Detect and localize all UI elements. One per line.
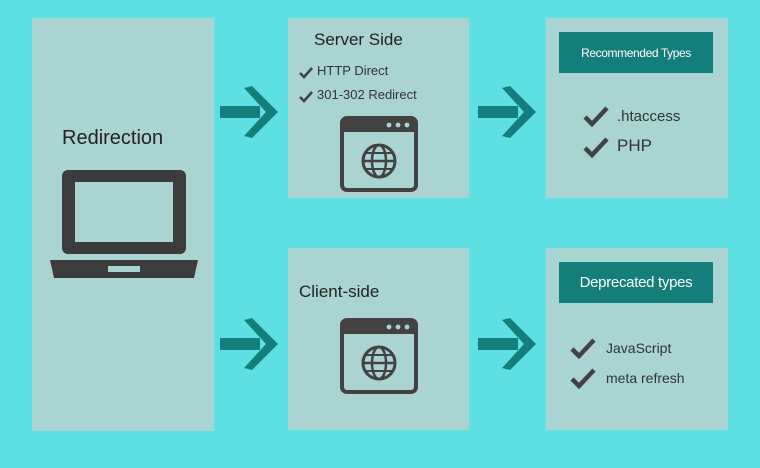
client-side-title: Client-side — [299, 282, 380, 301]
check-icon — [570, 338, 596, 360]
check-icon — [299, 67, 313, 79]
arrow-right-icon — [478, 318, 536, 370]
browser-globe-icon — [340, 116, 418, 192]
deprecated-item-javascript: JavaScript — [606, 340, 672, 356]
client-side-panel — [288, 248, 469, 430]
server-item-301-302-redirect: 301-302 Redirect — [317, 87, 417, 102]
deprecated-item-meta-refresh: meta refresh — [606, 370, 685, 386]
recommended-item-htaccess: .htaccess — [617, 108, 681, 125]
arrow-right-icon — [478, 86, 536, 138]
laptop-icon — [50, 170, 198, 278]
recommended-header-label: Recommended Types — [581, 45, 691, 60]
check-icon — [570, 368, 596, 390]
check-icon — [299, 91, 313, 103]
arrow-right-icon — [220, 318, 278, 370]
server-side-title: Server Side — [314, 30, 403, 49]
arrow-right-icon — [220, 86, 278, 138]
recommended-header: Recommended Types — [559, 32, 713, 73]
deprecated-header: Deprecated types — [559, 262, 713, 303]
server-item-http-direct: HTTP Direct — [317, 63, 389, 78]
deprecated-header-label: Deprecated types — [579, 274, 693, 291]
redirection-title: Redirection — [62, 127, 164, 149]
check-icon — [583, 106, 609, 128]
check-icon — [583, 137, 609, 159]
browser-globe-icon — [340, 318, 418, 394]
recommended-item-php: PHP — [617, 136, 652, 155]
